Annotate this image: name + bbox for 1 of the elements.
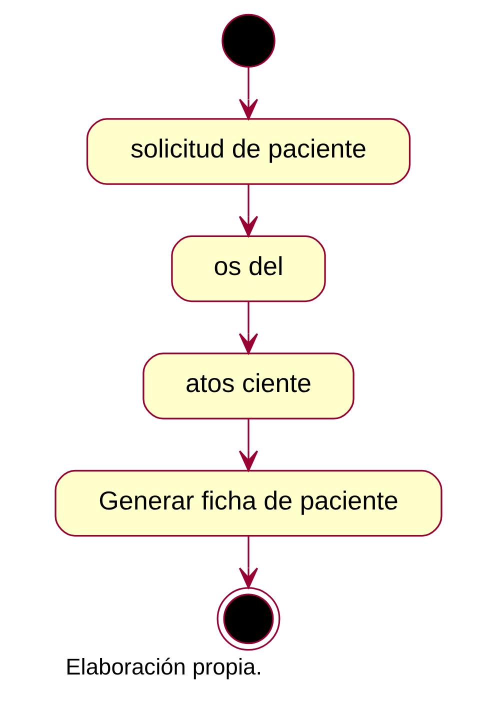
caption: Elaboración propia. — [65, 654, 262, 680]
